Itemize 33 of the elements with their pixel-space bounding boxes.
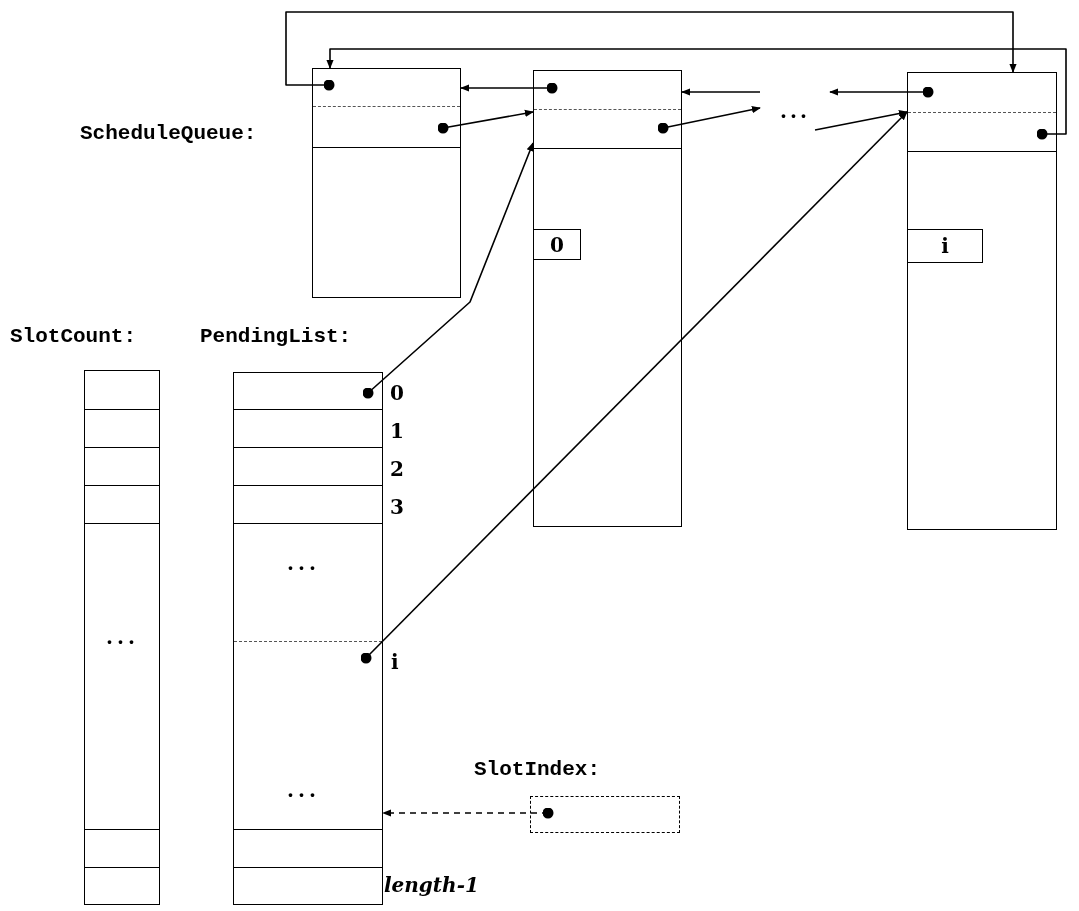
record-box xyxy=(312,68,461,298)
pointer-arrow xyxy=(829,86,934,98)
pointer-arrow xyxy=(362,142,534,399)
ellipsis: ... xyxy=(287,553,320,573)
pointer-arrow xyxy=(681,88,761,96)
index-label: 0 xyxy=(390,383,404,403)
index-box: i xyxy=(907,229,983,263)
index-label: 2 xyxy=(390,459,404,479)
pointer-arrow xyxy=(285,11,1017,91)
index-label: 1 xyxy=(390,421,404,441)
pointer-arrow xyxy=(437,109,534,134)
index-label: i xyxy=(391,652,399,672)
index-label: length-1 xyxy=(384,875,479,895)
array-column xyxy=(84,370,160,905)
index-label: 3 xyxy=(390,497,404,517)
variable-label: PendingList: xyxy=(200,326,352,347)
pointer-arrow xyxy=(460,82,558,94)
pointer-arrow xyxy=(360,111,908,664)
record-box xyxy=(533,70,682,527)
index-box: 0 xyxy=(533,229,581,260)
record-box xyxy=(907,72,1057,530)
pointer-arrow xyxy=(657,106,761,134)
pointer-arrow xyxy=(326,48,1067,140)
pointer-arrow xyxy=(382,807,554,819)
variable-label: ScheduleQueue: xyxy=(80,123,257,144)
array-column xyxy=(233,372,383,905)
variable-label: SlotIndex: xyxy=(474,759,601,780)
ellipsis: ... xyxy=(760,88,830,133)
ellipsis: ... xyxy=(106,627,139,647)
ellipsis: ... xyxy=(287,780,320,800)
variable-label: SlotCount: xyxy=(10,326,137,347)
pointer-arrow xyxy=(814,110,908,131)
pointer-box xyxy=(530,796,680,833)
